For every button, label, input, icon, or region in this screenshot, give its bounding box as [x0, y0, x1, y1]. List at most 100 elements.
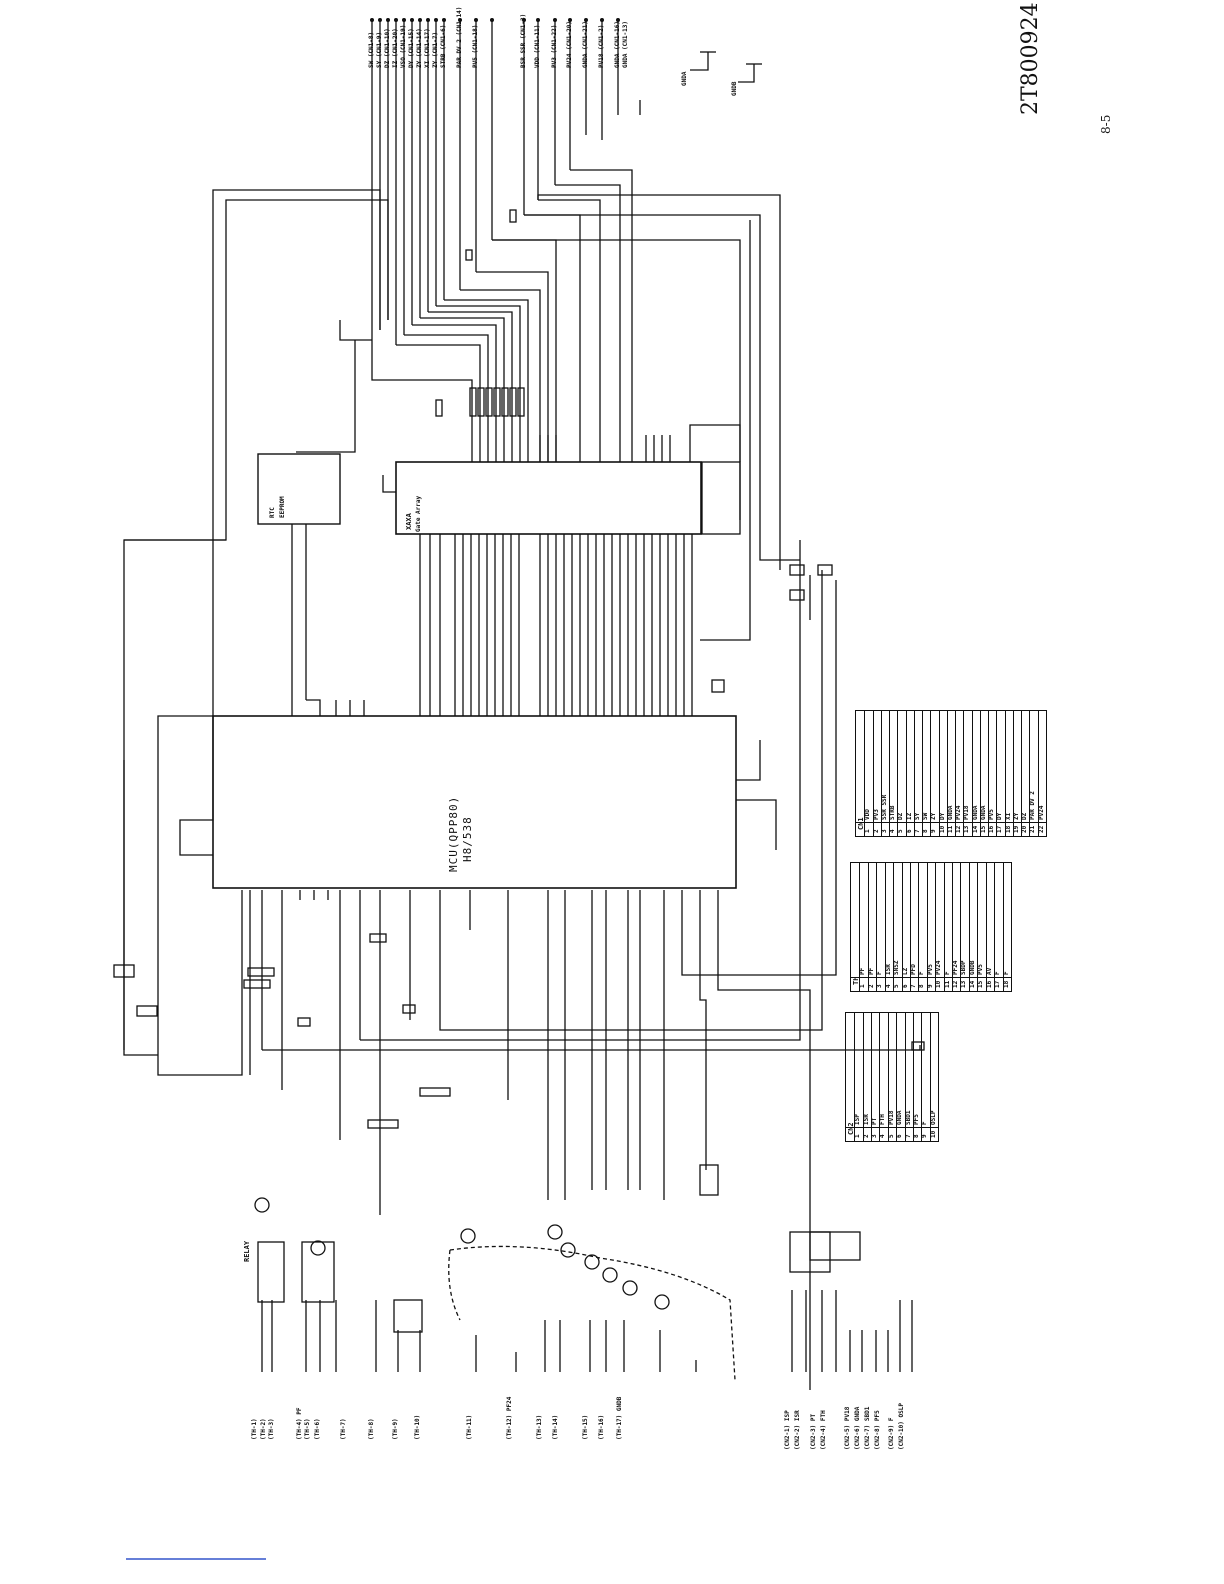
connector-pin-number: 5 [897, 829, 905, 833]
connector-row-divider [854, 1013, 856, 1141]
connector-pin-number: 16 [988, 825, 996, 833]
connector-row-divider [909, 863, 911, 991]
bottom-right-signal-label: (CN2-8) PF5 [874, 1410, 881, 1450]
connector-pin-number: 6 [896, 1134, 904, 1138]
top-terminals [370, 18, 620, 22]
bottom-signal-label: (TH-4) PF [296, 1407, 303, 1440]
connector-row-divider [889, 711, 891, 836]
bottom-signal-label: (TH-12) PF24 [506, 1396, 513, 1440]
relay-label: RELAY [243, 1240, 251, 1262]
connector-row-divider [1002, 863, 1004, 991]
bottom-signal-label: (TH-9) [392, 1418, 399, 1440]
ground-symbols [639, 51, 762, 115]
connector-pin-signal: SW [922, 812, 930, 820]
connector-pin-number: 9 [930, 829, 938, 833]
clock-chip-label-line1: RTC [269, 507, 276, 518]
resistor-array [435, 387, 525, 417]
connector-pin-signal: PV5 [988, 809, 996, 820]
document-number: 2T800924 [1018, 2, 1043, 115]
top-signal-label: VSO (CN1-19) [400, 24, 407, 68]
connector-pin-signal: PV18 [887, 1110, 895, 1125]
connector-pin-signal: PV3 [872, 809, 880, 820]
connector-row-divider [938, 711, 940, 836]
connector-pin-signal: PF24 [952, 960, 960, 975]
connector-row-divider [929, 1013, 931, 1141]
connector-pin-signal: PF [867, 967, 875, 975]
connector-pin-number: 12 [955, 825, 963, 833]
connector-pin-number: 10 [938, 825, 946, 833]
connector-row-divider [968, 863, 970, 991]
connector-row-divider [955, 711, 957, 836]
bottom-signal-label: (TH-8) [368, 1418, 375, 1440]
gate-array-aux [701, 461, 741, 535]
connector-pin-number: 13 [960, 980, 968, 988]
connector-pin-signal: FTH [879, 1114, 887, 1125]
connector-pin-signal: PF [859, 967, 867, 975]
bottom-right-signal-label: (CN2-9) F [888, 1417, 895, 1450]
connector-pin-number: 20 [1021, 825, 1029, 833]
connector-pin-signal: DY [938, 812, 946, 820]
connector-row-divider [913, 711, 915, 836]
top-signal-label: PV5 (CN1-18) [472, 24, 479, 68]
connector-pin-number: 8 [918, 984, 926, 988]
connector-row-divider [988, 711, 990, 836]
connector-row-divider [912, 1013, 914, 1141]
connector-pin-number: 12 [952, 980, 960, 988]
connector-pin-signal: PT [871, 1117, 879, 1125]
connector-row-divider [904, 1013, 906, 1141]
connector-row-divider [952, 863, 954, 991]
connector-pin-number: 21 [1029, 825, 1037, 833]
connector-pin-number: 18 [1002, 980, 1010, 988]
top-signal-label: PV3 (CN1-22) [551, 24, 558, 68]
connector-pin-signal: ISR [884, 964, 892, 975]
bottom-right-signal-label: (CN2-1) ISP [784, 1410, 791, 1450]
connector-pin-signal: OSLP [929, 1110, 937, 1125]
connector-row-divider [1012, 711, 1014, 836]
connector-pin-signal: F [1002, 971, 1010, 975]
connector-pin-number: 3 [871, 1134, 879, 1138]
connector-pin-number: 8 [922, 829, 930, 833]
connector-pin-signal: GNDA [896, 1110, 904, 1125]
connector-row-divider [963, 711, 965, 836]
bottom-signal-label: (TH-5) [304, 1418, 311, 1440]
discrete-components [243, 209, 925, 1333]
connector-row-divider [946, 711, 948, 836]
connector-column-divider [846, 1127, 938, 1128]
connector-row-divider [1021, 711, 1023, 836]
connector-pin-signal: PV24 [935, 960, 943, 975]
connector-pin-signal: GNDA [979, 805, 987, 820]
connector-pin-signal: STRB [889, 805, 897, 820]
bottom-signal-label: (TH-6) [314, 1418, 321, 1440]
connector-pin-number: 1 [864, 829, 872, 833]
connector-pin-signal: F [994, 971, 1002, 975]
top-signal-label: STRB (CN1-6) [440, 24, 447, 68]
connector-pin-signal: SY [913, 812, 921, 820]
connector-pin-signal: F [943, 971, 951, 975]
bottom-signal-label: (TH-11) [466, 1414, 473, 1440]
connector-pin-number: 5 [887, 1134, 895, 1138]
top-signal-label: GNDA (CN1-13) [622, 21, 629, 68]
bottom-right-signal-label: (CN2-10) OSLP [898, 1403, 905, 1450]
connector-pin-signal: GNDB [968, 960, 976, 975]
connector-row-divider [876, 863, 878, 991]
connector-pin-number: 14 [971, 825, 979, 833]
top-signal-label: GNDA (CN1-16) [614, 21, 621, 68]
connector-pin-signal: ISR [862, 1114, 870, 1125]
connector-pin-number: 5 [893, 984, 901, 988]
bottom-signal-label: (TH-16) [598, 1414, 605, 1440]
connector-row-divider [880, 711, 882, 836]
connector-row-divider [864, 711, 866, 836]
bottom-signal-label: (TH-1) [251, 1418, 258, 1440]
connector-row-divider [871, 1013, 873, 1141]
bottom-right-signal-label: (CN2-6) GNDA [854, 1406, 861, 1450]
top-signal-label: ZY (CN1-14) [416, 28, 423, 68]
connector-row-divider [896, 1013, 898, 1141]
top-signal-label: IZ (CN1-20) [392, 28, 399, 68]
connector-pin-signal: F [921, 1121, 929, 1125]
bottom-signal-label: (TH-3) [268, 1418, 275, 1440]
connector-row-divider [1029, 711, 1031, 836]
connector-row-divider [935, 863, 937, 991]
page-number: 8-5 [1099, 114, 1113, 134]
connector-row-divider [918, 863, 920, 991]
